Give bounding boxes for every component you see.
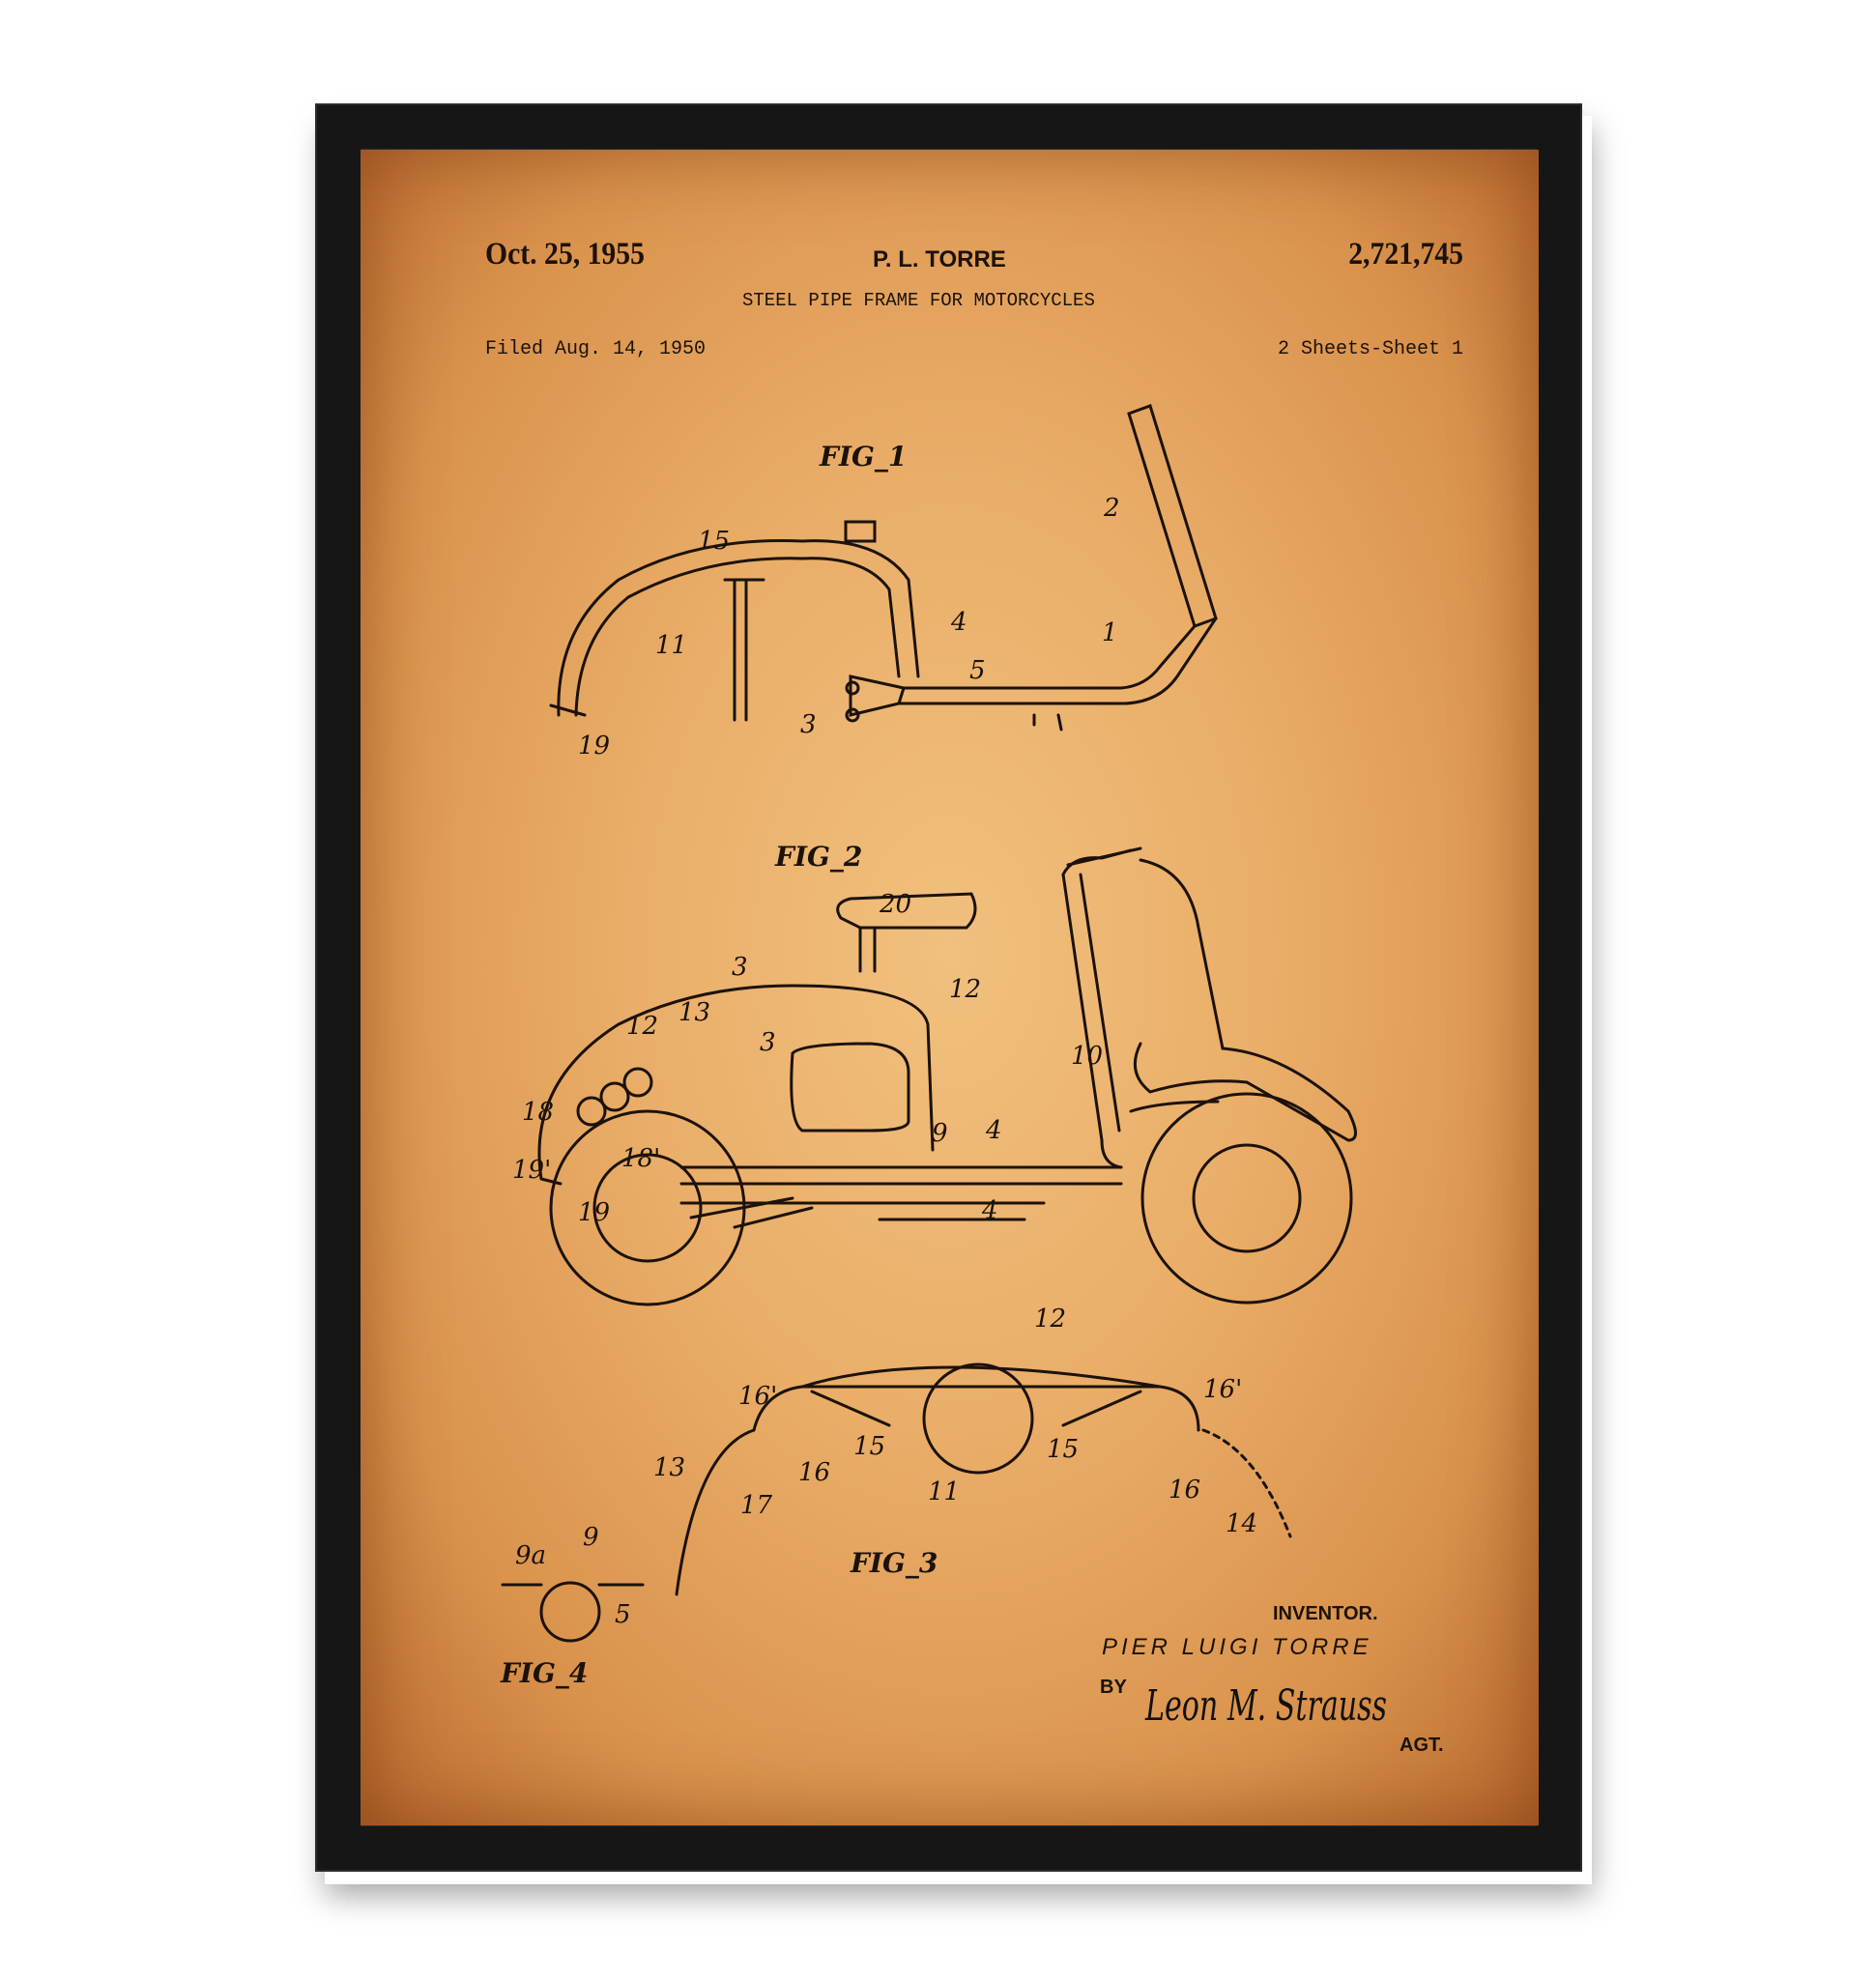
ref-numeral: 11 bbox=[655, 631, 687, 660]
ref-numeral: 18 bbox=[522, 1098, 554, 1127]
ref-numeral: 1 bbox=[1102, 618, 1118, 647]
ref-numeral: 15 bbox=[698, 527, 730, 556]
ref-numeral: 3 bbox=[800, 710, 817, 739]
ref-numeral: 13 bbox=[653, 1453, 685, 1482]
inventor-name: PIER LUIGI TORRE bbox=[1102, 1634, 1372, 1660]
fig2-label: FIG_2 bbox=[774, 841, 862, 873]
attorney-signature: Leon M. Strauss bbox=[1144, 1681, 1387, 1731]
ref-numeral: 5 bbox=[615, 1600, 631, 1629]
fig3-label: FIG_3 bbox=[850, 1547, 938, 1579]
ref-numeral: 18' bbox=[621, 1144, 660, 1173]
ref-numeral: 13 bbox=[678, 998, 710, 1027]
ref-numeral: 19 bbox=[578, 1198, 610, 1227]
ref-numeral: 4 bbox=[985, 1116, 1002, 1145]
ref-numeral: 16 bbox=[798, 1458, 830, 1487]
ref-numeral: 12 bbox=[1034, 1305, 1066, 1334]
ref-numeral: 15 bbox=[853, 1432, 885, 1461]
ref-numeral: 14 bbox=[1226, 1509, 1257, 1538]
ref-numeral: 19' bbox=[512, 1156, 551, 1185]
ref-numeral: 3 bbox=[760, 1028, 776, 1057]
ref-numeral: 9 bbox=[583, 1523, 599, 1552]
ref-numeral: 12 bbox=[949, 975, 981, 1004]
ref-numeral: 15 bbox=[1047, 1435, 1079, 1464]
ref-numeral: 9 bbox=[932, 1119, 948, 1148]
ref-numeral: 10 bbox=[1071, 1042, 1103, 1071]
fig2-scooter-drawing bbox=[539, 848, 1356, 1305]
ref-numeral: 5 bbox=[969, 656, 986, 685]
ref-numeral: 4 bbox=[950, 608, 967, 637]
ref-numeral: 16 bbox=[1169, 1476, 1200, 1505]
ref-numeral: 12 bbox=[626, 1012, 658, 1041]
inventor-label: INVENTOR. bbox=[1273, 1603, 1378, 1624]
ref-numeral: 20 bbox=[879, 890, 911, 919]
fig4-label: FIG_4 bbox=[500, 1657, 588, 1689]
ref-numeral: 16' bbox=[1203, 1375, 1242, 1404]
ref-numeral: 2 bbox=[1103, 494, 1120, 523]
ref-numeral: 4 bbox=[981, 1196, 998, 1225]
ref-numeral: 19 bbox=[578, 731, 610, 760]
ref-numeral: 3 bbox=[732, 953, 748, 982]
fig1-label: FIG_1 bbox=[819, 441, 907, 473]
agent-label: AGT. bbox=[1400, 1735, 1444, 1756]
ref-numeral: 16' bbox=[738, 1382, 777, 1411]
ref-numeral: 9a bbox=[515, 1541, 546, 1570]
ref-numeral: 17 bbox=[740, 1491, 773, 1520]
by-label: BY bbox=[1100, 1677, 1127, 1698]
ref-numeral: 11 bbox=[928, 1477, 960, 1506]
